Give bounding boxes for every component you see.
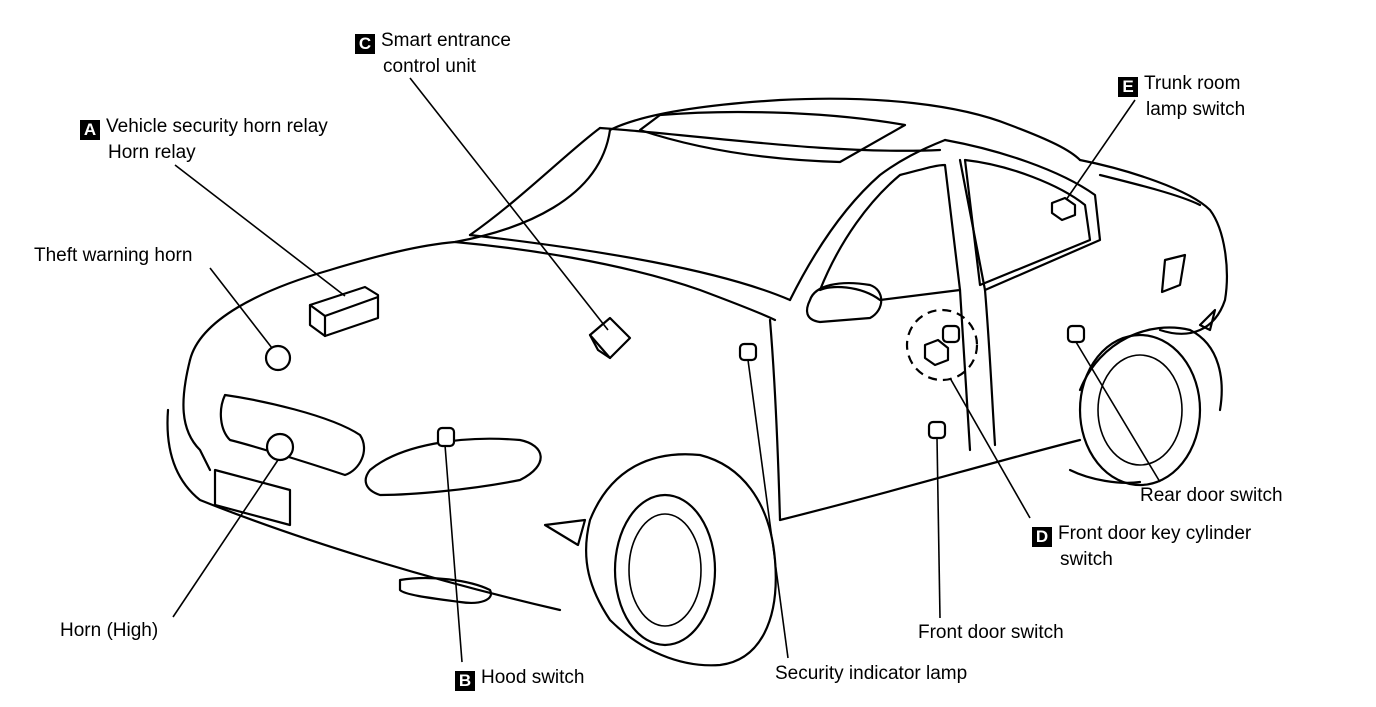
horn-relay-component bbox=[308, 285, 380, 338]
label-horn-high: Horn (High) bbox=[60, 620, 159, 641]
badge-a: A bbox=[80, 120, 100, 140]
label-hood-switch-text: Hood switch bbox=[481, 667, 585, 688]
label-smart-entrance: C Smart entrance control unit bbox=[355, 28, 511, 80]
security-lamp-component bbox=[738, 342, 758, 362]
label-horn-relay: A Vehicle security horn relay Horn relay bbox=[80, 114, 328, 166]
front-door-switch-component bbox=[927, 420, 947, 440]
label-smart-entrance-line2: control unit bbox=[383, 56, 476, 77]
label-front-door-switch: Front door switch bbox=[918, 622, 1064, 643]
label-trunk-lamp-line2: lamp switch bbox=[1146, 99, 1246, 120]
car-body bbox=[166, 97, 1228, 667]
label-horn-relay-line2: Horn relay bbox=[108, 142, 196, 163]
label-horn-relay-line1: Vehicle security horn relay bbox=[106, 116, 328, 137]
label-trunk-lamp: E Trunk room lamp switch bbox=[1118, 71, 1245, 123]
label-smart-entrance-line1: Smart entrance bbox=[381, 30, 511, 51]
badge-d: D bbox=[1032, 527, 1052, 547]
badge-e: E bbox=[1118, 77, 1138, 97]
label-key-cylinder: D Front door key cylinder switch bbox=[1032, 521, 1251, 573]
smart-entrance-unit-component bbox=[588, 316, 632, 360]
leader-lines bbox=[172, 77, 1161, 663]
label-rear-door-switch: Rear door switch bbox=[1140, 485, 1283, 506]
badge-c: C bbox=[355, 34, 375, 54]
horn-high-component bbox=[265, 432, 295, 462]
key-cylinder-component bbox=[905, 308, 979, 382]
label-trunk-lamp-line1: Trunk room bbox=[1144, 73, 1241, 94]
badge-b: B bbox=[455, 671, 475, 691]
rear-door-switch-component bbox=[1066, 324, 1086, 344]
label-key-cylinder-line2: switch bbox=[1060, 549, 1113, 570]
label-hood-switch: B Hood switch bbox=[455, 665, 585, 691]
label-key-cylinder-line1: Front door key cylinder bbox=[1058, 523, 1252, 544]
trunk-lamp-switch-component bbox=[1050, 196, 1077, 222]
label-security-lamp: Security indicator lamp bbox=[775, 663, 968, 684]
label-theft-horn: Theft warning horn bbox=[34, 245, 193, 266]
hood-switch-component bbox=[436, 426, 456, 448]
theft-warning-horn-component bbox=[264, 344, 292, 372]
